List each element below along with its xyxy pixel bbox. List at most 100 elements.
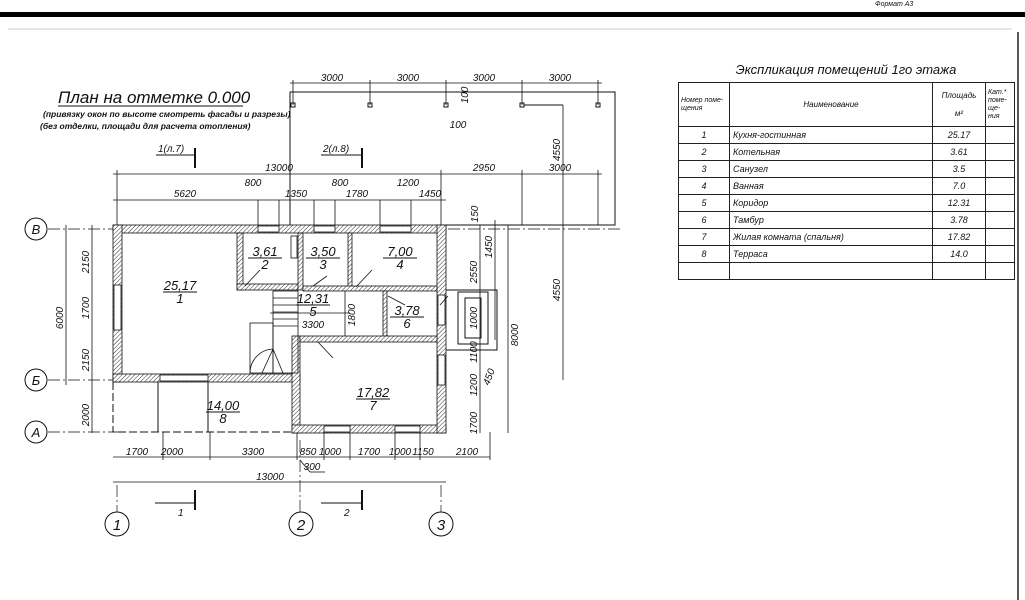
room-number: 1 [176,291,183,306]
dimension-value: 100 [460,86,471,103]
dimension-value: 6000 [55,306,66,329]
dimension-value: 3000 [321,73,344,84]
room-area: 3,78 [394,303,420,318]
dimension-value: 4550 [552,138,563,161]
room-number: 2 [260,257,269,272]
room-number: 8 [219,411,227,426]
section-mark-top-2: 2(л.8) [321,144,363,168]
room-schedule: Экспликация помещений 1го этажа Номер по… [678,60,1015,280]
room-label-2: 3,612 [248,244,282,272]
sheet-format-label: Формат А3 [875,1,913,8]
room-schedule-title: Экспликация помещений 1го этажа [735,62,957,77]
dimension-value: 1450 [419,189,442,200]
room-number-cell: 4 [678,177,730,195]
terrace-posts-lines [157,375,210,432]
room-category-cell [985,160,1015,178]
dimension-value: 5620 [174,189,197,200]
room-number: 4 [396,257,403,272]
dimension-value: 800 [245,178,262,189]
room-label-4: 7,004 [383,244,417,272]
dimension-value: 2550 [469,260,480,284]
section-mark-bottom-2: 2 [321,490,363,519]
empty-cell [985,262,1015,280]
canopy-outline [289,91,616,226]
dimension-value: 1000 [469,306,480,329]
room-number: 3 [319,257,327,272]
dimension-value: 1200 [469,373,480,396]
dimension-value: 2950 [472,163,496,174]
dimension-value: 800 [332,178,349,189]
dimension-value: 300 [304,462,321,473]
windows [113,225,446,433]
dimension-value: 1350 [285,189,308,200]
room-label-3: 3,503 [306,244,340,272]
plan-note-areas: (без отделки, площади для расчета отопле… [40,121,251,131]
svg-text:1: 1 [113,517,121,534]
room-label-8: 14,008 [206,398,240,426]
dimension-value: 3300 [242,447,265,458]
room-number: 6 [403,316,411,331]
room-area-cell: 12.31 [932,194,986,212]
dimension-value: 2000 [81,403,92,427]
dimension-value: 4550 [552,278,563,301]
room-name-cell: Тамбур [729,211,933,229]
room-area-cell: 3.78 [932,211,986,229]
dimension-value: 1000 [389,447,412,458]
dimension-value: 1450 [484,235,495,258]
dimension-value: 850 [300,447,317,458]
room-label-5: 12,315 [296,291,330,319]
room-category-cell [985,228,1015,246]
room-area-cell: 3.61 [932,143,986,161]
room-area-cell: 3.5 [932,160,986,178]
room-name-cell: Кухня-гостинная [729,126,933,144]
section-mark-top-1: 1(л.7) [156,144,196,168]
room-area-cell: 7.0 [932,177,986,195]
dimension-value: 2000 [160,447,184,458]
room-number-cell: 2 [678,143,730,161]
svg-text:1(л.7): 1(л.7) [158,144,184,155]
dimension-value: 3000 [397,73,420,84]
svg-text:1: 1 [178,508,184,519]
header-category: Кат.* поме- ще- ния [985,82,1015,127]
room-area-cell: 25.17 [932,126,986,144]
dimension-lines [65,80,602,483]
axis-marker-А: А [24,420,48,444]
dimension-value: 1000 [319,447,342,458]
room-category-cell [985,194,1015,212]
room-area: 3,50 [310,244,336,259]
axis-marker-Б: Б [24,368,48,392]
room-number-cell: 3 [678,160,730,178]
dimension-value: 1150 [412,447,434,458]
room-category-cell [985,211,1015,229]
room-name-cell: Котельная [729,143,933,161]
room-area: 7,00 [387,244,413,259]
dimension-value: 1700 [358,447,381,458]
dimension-value: 1700 [81,296,92,319]
room-category-cell [985,126,1015,144]
porch-steps [457,291,489,345]
room-name-cell: Коридор [729,194,933,212]
room-number-cell: 7 [678,228,730,246]
empty-cell [932,262,986,280]
room-area-cell: 17.82 [932,228,986,246]
dimension-value: 3000 [473,73,496,84]
plan-note-windows: (привязку окон по высоте смотреть фасады… [43,109,291,119]
door-swings [244,269,449,359]
room-name-cell: Терраса [729,245,933,263]
header-room-name: Наименование [729,82,933,127]
room-area: 14,00 [207,398,240,413]
room-area: 17,82 [357,385,390,400]
svg-text:В: В [32,222,41,237]
svg-text:3: 3 [437,517,446,534]
dimension-value: 2100 [455,447,479,458]
dimension-value: 2150 [81,250,92,274]
dimension-value: 3000 [549,73,572,84]
table-row-empty [678,262,1015,280]
